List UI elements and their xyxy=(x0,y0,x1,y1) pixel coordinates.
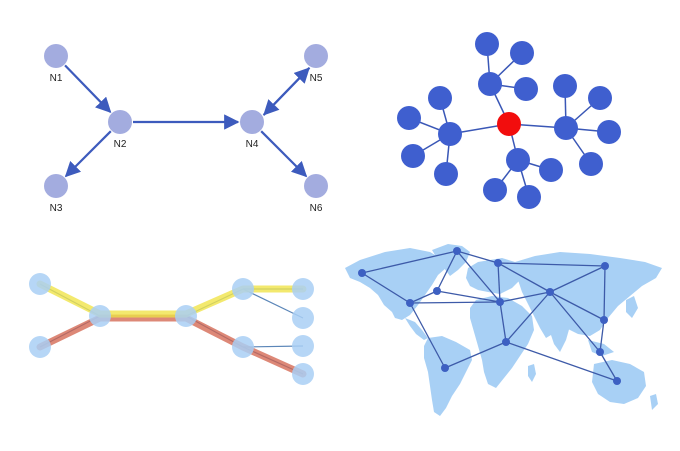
map-link xyxy=(361,250,458,274)
map-link xyxy=(549,291,605,321)
map-node xyxy=(596,348,604,356)
center-node xyxy=(497,112,521,136)
map-link xyxy=(497,262,606,267)
map-node xyxy=(502,338,510,346)
world-map xyxy=(345,244,662,416)
map-link xyxy=(497,262,501,303)
cluster-network xyxy=(397,32,621,209)
edge-n1-n2 xyxy=(64,64,112,114)
new-zealand-landmass xyxy=(650,394,658,410)
map-node xyxy=(406,299,414,307)
node-n6 xyxy=(304,174,328,198)
cluster-leaf-node xyxy=(597,120,621,144)
path-node xyxy=(232,336,254,358)
path-link xyxy=(242,288,304,319)
path-node xyxy=(232,278,254,300)
path-node xyxy=(292,335,314,357)
cluster-leaf-node xyxy=(514,77,538,101)
map-node xyxy=(546,288,554,296)
path-node xyxy=(175,305,197,327)
map-link xyxy=(505,341,618,382)
map-node xyxy=(494,259,502,267)
edge-n2-n3 xyxy=(64,130,112,178)
europe-landmass xyxy=(466,258,522,294)
path-node xyxy=(89,305,111,327)
map-node xyxy=(433,287,441,295)
edge-n4-n6 xyxy=(260,130,308,178)
map-link xyxy=(499,291,551,303)
map-link xyxy=(549,265,606,293)
node-label-n2: N2 xyxy=(114,139,127,150)
map-link xyxy=(456,250,499,264)
map-node xyxy=(441,364,449,372)
map-link xyxy=(409,302,446,369)
cluster-hub-node xyxy=(506,148,530,172)
north-america-landmass xyxy=(345,248,446,320)
node-n1 xyxy=(44,44,68,68)
map-node xyxy=(496,298,504,306)
cluster-leaf-node xyxy=(428,86,452,110)
map-node xyxy=(453,247,461,255)
node-label-n3: N3 xyxy=(50,203,63,214)
node-label-n4: N4 xyxy=(246,139,259,150)
india-landmass xyxy=(548,316,570,352)
map-link xyxy=(444,341,507,369)
cluster-leaf-node xyxy=(539,158,563,182)
path-node xyxy=(292,363,314,385)
node-label-n6: N6 xyxy=(310,203,323,214)
map-link xyxy=(497,262,551,293)
map-link xyxy=(549,291,601,353)
cluster-hub-node xyxy=(438,122,462,146)
path-node xyxy=(29,273,51,295)
map-link xyxy=(409,290,438,304)
cluster-leaf-node xyxy=(434,162,458,186)
path-node xyxy=(29,336,51,358)
map-link xyxy=(436,290,501,303)
cluster-leaf-node xyxy=(510,41,534,65)
path-diagram xyxy=(29,273,314,385)
map-link xyxy=(456,250,501,303)
cluster-hub-node xyxy=(554,116,578,140)
cluster-leaf-node xyxy=(483,178,507,202)
japan-landmass xyxy=(626,296,638,318)
node-n3 xyxy=(44,174,68,198)
red-path xyxy=(36,314,307,378)
cluster-leaf-node xyxy=(553,74,577,98)
cluster-leaf-node xyxy=(517,185,541,209)
map-node xyxy=(358,269,366,277)
map-link xyxy=(599,319,605,353)
map-node xyxy=(613,377,621,385)
cluster-leaf-node xyxy=(397,106,421,130)
path-node xyxy=(292,278,314,300)
map-link xyxy=(436,250,458,292)
map-link xyxy=(599,351,618,382)
node-n2 xyxy=(108,110,132,134)
cluster-leaf-node xyxy=(579,152,603,176)
edge-n5-n4 xyxy=(263,67,311,116)
cluster-hub-node xyxy=(478,72,502,96)
map-link xyxy=(361,272,411,304)
map-link xyxy=(499,301,507,343)
map-node xyxy=(601,262,609,270)
south-america-landmass xyxy=(424,336,472,416)
map-link xyxy=(409,301,501,304)
node-label-n1: N1 xyxy=(50,73,63,84)
map-link xyxy=(505,291,551,343)
central-america-landmass xyxy=(405,318,428,340)
cluster-leaf-node xyxy=(401,144,425,168)
path-node xyxy=(292,307,314,329)
cluster-leaf-node xyxy=(475,32,499,56)
cluster-leaf-node xyxy=(588,86,612,110)
node-label-n5: N5 xyxy=(310,73,323,84)
map-node xyxy=(600,316,608,324)
node-n5 xyxy=(304,44,328,68)
node-n4 xyxy=(240,110,264,134)
world-network xyxy=(345,244,662,416)
madagascar-landmass xyxy=(528,364,536,382)
map-link xyxy=(603,265,606,321)
